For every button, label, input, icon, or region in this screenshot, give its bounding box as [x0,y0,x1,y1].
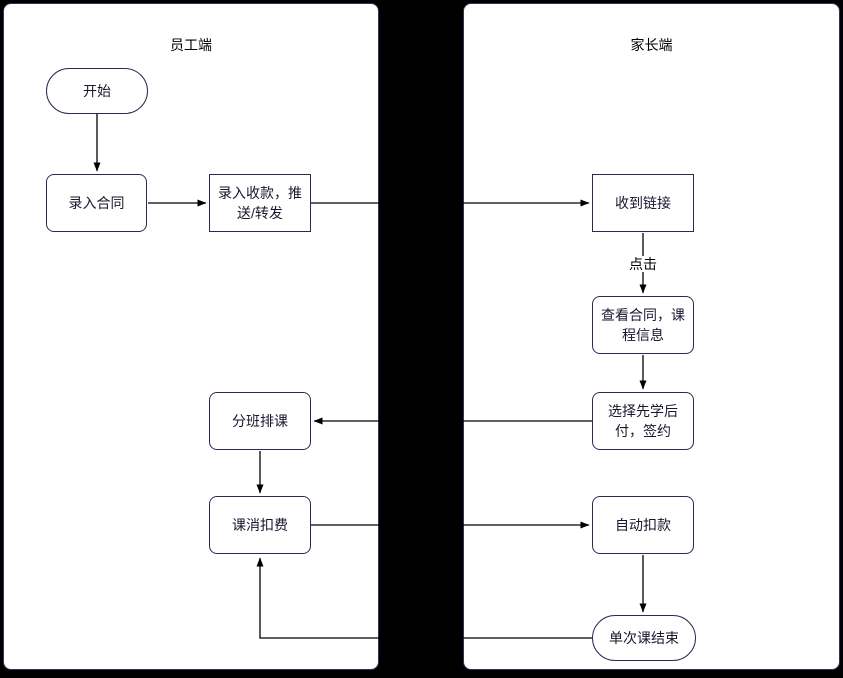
flow-node-choose-pay-after-sign[interactable]: 选择先学后付，签约 [592,392,694,450]
flow-node-single-lesson-end[interactable]: 单次课结束 [592,615,696,661]
lane-title-employee: 员工端 [170,37,212,53]
flow-node-enter-contract[interactable]: 录入合同 [46,174,147,232]
edge-label-click: 点击 [592,254,694,274]
flow-node-auto-deduct[interactable]: 自动扣款 [592,496,694,554]
flow-node-enter-payment-push[interactable]: 录入收款，推送/转发 [209,174,311,232]
flow-node-lesson-fee-deduction[interactable]: 课消扣费 [209,496,311,554]
flow-node-view-contract-course[interactable]: 查看合同，课程信息 [592,296,694,354]
lane-gap [379,0,463,678]
flow-node-class-scheduling[interactable]: 分班排课 [209,392,311,450]
flow-node-receive-link[interactable]: 收到链接 [592,174,694,232]
lane-title-parent: 家长端 [630,37,673,53]
edge-label-click-text: 点击 [626,256,660,272]
flow-node-start[interactable]: 开始 [46,68,148,114]
